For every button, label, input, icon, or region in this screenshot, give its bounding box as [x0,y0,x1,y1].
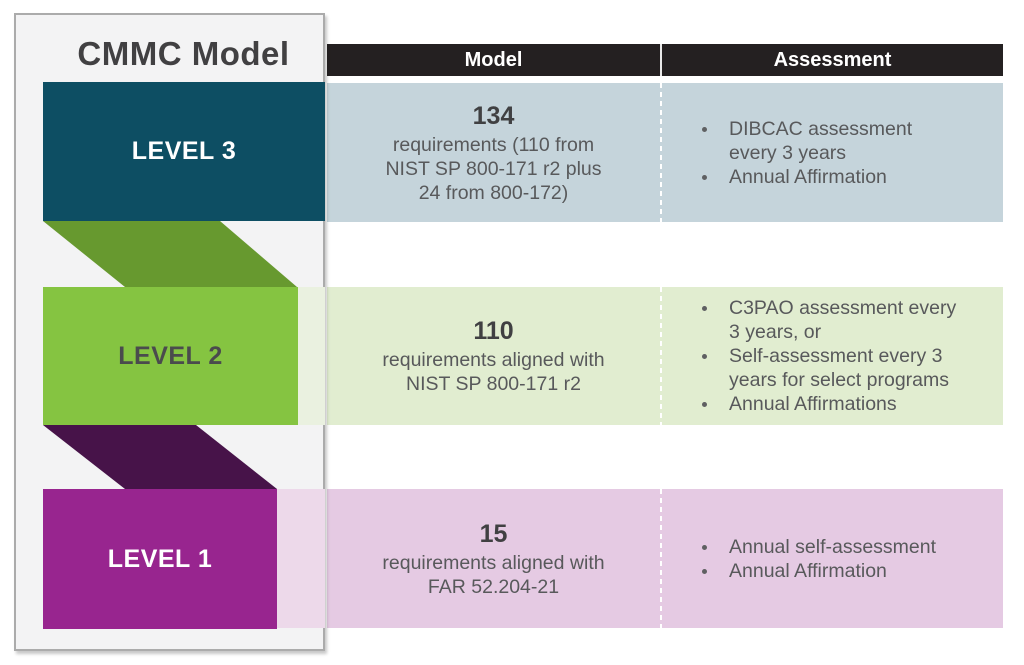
assessment-cell-level-3: DIBCAC assessment every 3 years Annual A… [662,83,1003,222]
model-number: 110 [473,317,514,345]
bullet-dot [702,568,707,574]
model-cell-level-3: 134 requirements (110 from NIST SP 800-1… [327,83,660,222]
bullet-dot [702,354,707,359]
bullet-dot [702,402,707,407]
model-number: 15 [479,519,508,548]
bullet-text: Annual self-assessment [729,535,937,558]
model-description: requirements (110 from NIST SP 800-171 r… [385,133,602,204]
bullet-dot [702,174,707,180]
table-header: Model Assessment [327,44,1003,76]
header-column-divider [660,44,662,76]
header-model: Model [464,48,523,71]
level-2-label: LEVEL 2 [118,341,223,370]
bullet-text: Annual Affirmation [729,165,887,188]
column-divider-dashed [660,287,662,425]
header-assessment: Assessment [773,48,892,71]
column-divider-dashed [660,83,662,222]
level-3-box: LEVEL 3 [43,82,325,221]
table-row-level-1: 15 requirements aligned with FAR 52.204-… [327,489,1003,628]
bullet-text: DIBCAC assessment every 3 years [729,117,913,164]
bullet-text: Annual Affirmation [729,559,887,582]
panel-title: CMMC Model [77,35,290,72]
model-number: 134 [472,101,515,130]
bullet-text: Annual Affirmations [729,393,897,415]
model-cell-level-2: 110 requirements aligned with NIST SP 80… [327,287,660,425]
bullet-item: Self-assessment every 3 years for select… [702,344,1003,392]
bullet-item: Annual self-assessment [702,535,1003,559]
model-cell-level-1: 15 requirements aligned with FAR 52.204-… [327,489,660,628]
bullet-item: C3PAO assessment every 3 years, or [702,296,1003,344]
model-description: requirements aligned with FAR 52.204-21 [382,551,605,598]
row-underlay-green [298,287,325,425]
level-3-label: LEVEL 3 [131,137,237,165]
bullet-dot [702,306,707,311]
bullet-dot [702,126,707,132]
bullet-item: Annual Affirmation [702,165,1003,189]
level-1-label: LEVEL 1 [107,544,213,573]
level-2-box: LEVEL 2 [43,287,298,425]
bullet-text: Self-assessment every 3 years for select… [729,345,949,391]
assessment-cell-level-1: Annual self-assessment Annual Affirmatio… [662,489,1003,628]
row-underlay-pink [277,489,325,628]
assessment-cell-level-2: C3PAO assessment every 3 years, or Self-… [662,287,1003,425]
table-row-level-2: 110 requirements aligned with NIST SP 80… [327,287,1003,425]
bullet-dot [702,544,707,550]
bullet-item: DIBCAC assessment every 3 years [702,117,1003,165]
model-description: requirements aligned with NIST SP 800-17… [382,349,605,395]
level-1-box: LEVEL 1 [43,489,277,629]
table-row-level-3: 134 requirements (110 from NIST SP 800-1… [327,83,1003,222]
bullet-text: C3PAO assessment every 3 years, or [729,297,957,343]
column-divider-dashed [660,489,662,628]
bullet-item: Annual Affirmations [702,392,1003,416]
bullet-item: Annual Affirmation [702,559,1003,583]
